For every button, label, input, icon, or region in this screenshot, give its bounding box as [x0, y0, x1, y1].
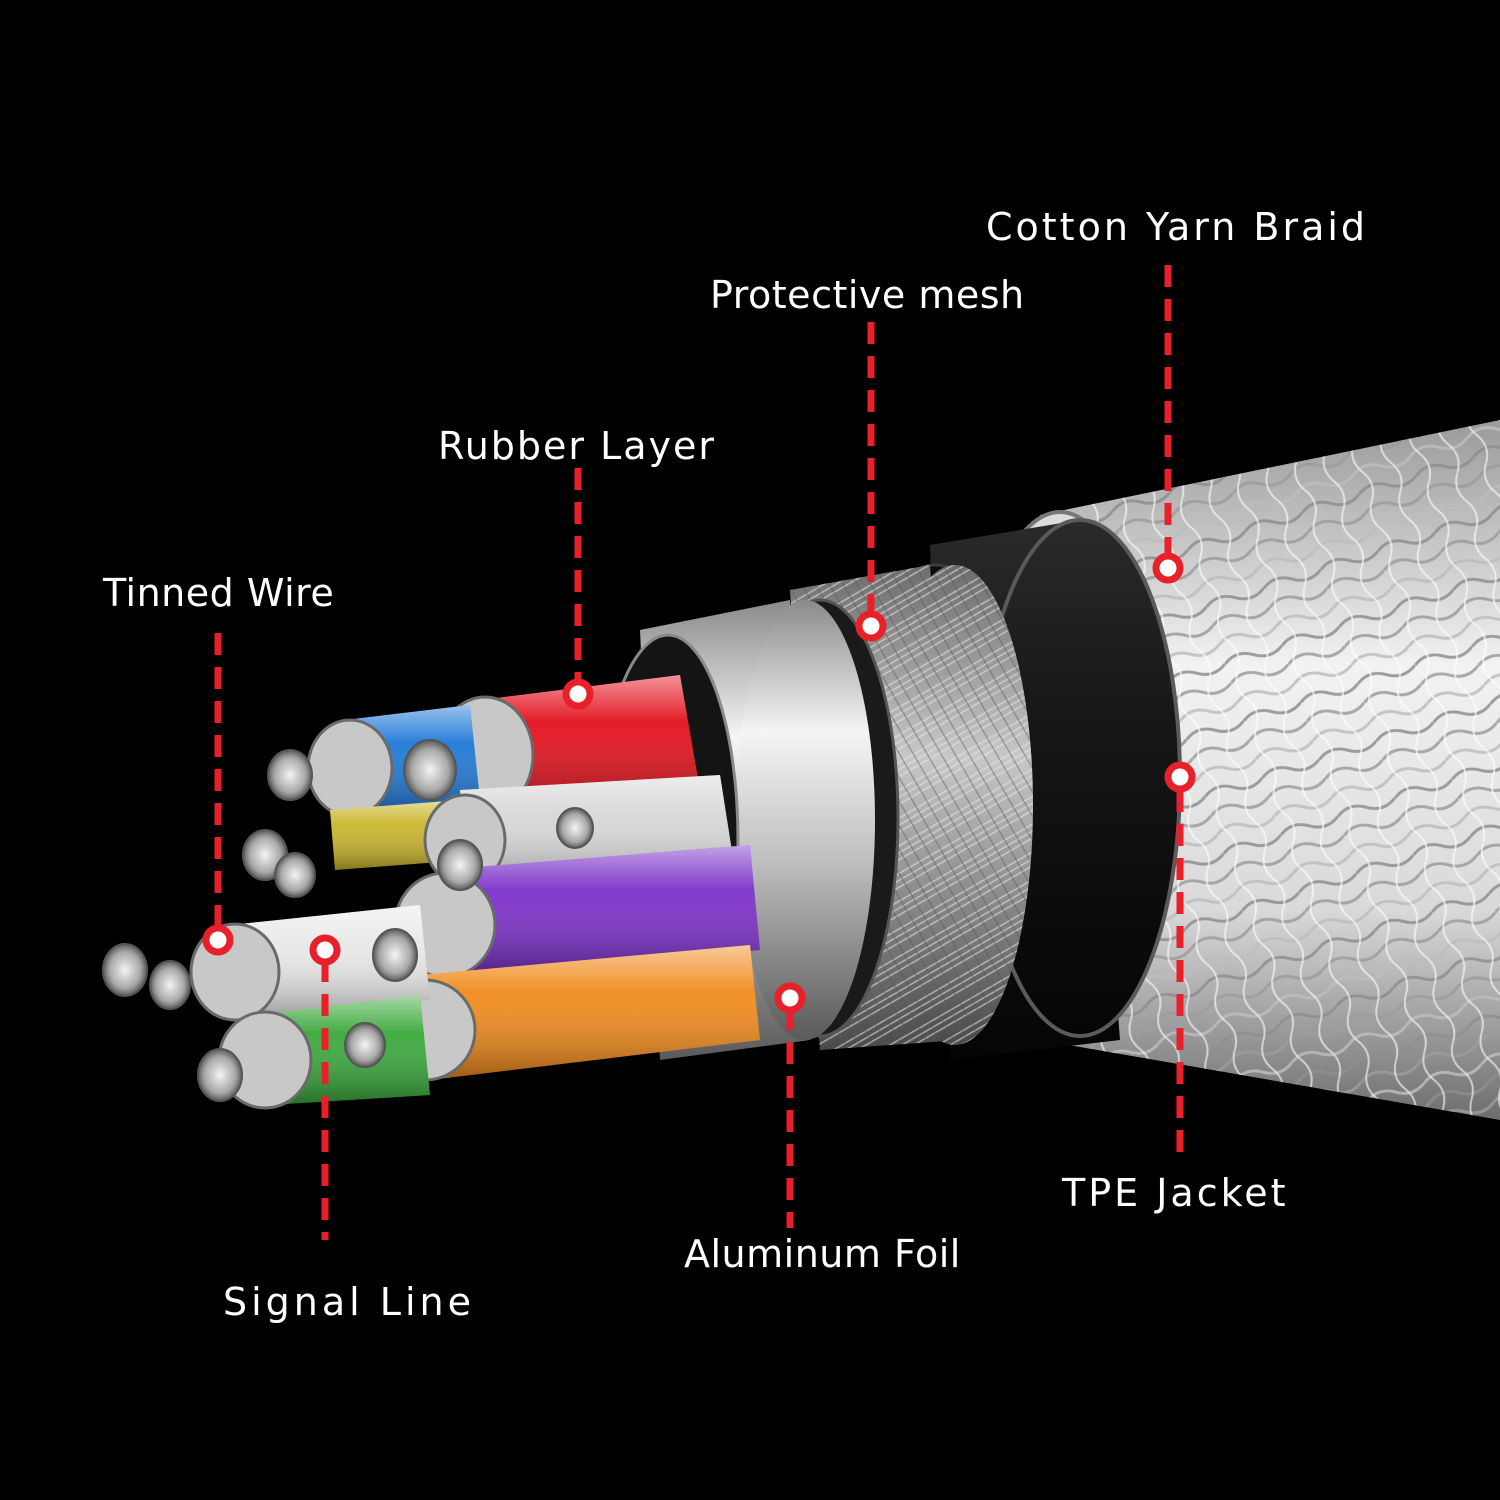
callout-dot-rubber-layer: [562, 678, 594, 710]
callout-dot-protective-mesh: [855, 610, 887, 642]
callout-dot-cotton-yarn-braid: [1152, 552, 1184, 584]
red-conductor: [435, 675, 700, 815]
label-cotton-yarn-braid: Cotton Yarn Braid: [986, 205, 1369, 249]
label-protective-mesh: Protective mesh: [710, 273, 1025, 317]
callout-dot-aluminum-foil: [774, 982, 806, 1014]
conductor-bundle: [102, 675, 760, 1110]
orange-conductor: [373, 945, 760, 1082]
tinned-wire-tips: [102, 739, 594, 1102]
label-tpe-jacket: TPE Jacket: [1062, 1171, 1289, 1215]
callout-dot-signal-line: [309, 934, 341, 966]
label-rubber-layer: Rubber Layer: [438, 424, 717, 468]
label-tinned-wire: Tinned Wire: [103, 571, 335, 615]
purple-conductor: [393, 845, 760, 979]
label-signal-line: Signal Line: [223, 1280, 475, 1324]
callout-lines: [214, 265, 1184, 1240]
callout-dots: [202, 552, 1196, 1014]
label-aluminum-foil: Aluminum Foil: [684, 1232, 961, 1276]
callout-dot-tinned-wire: [202, 924, 234, 956]
callout-dot-tpe-jacket: [1164, 761, 1196, 793]
